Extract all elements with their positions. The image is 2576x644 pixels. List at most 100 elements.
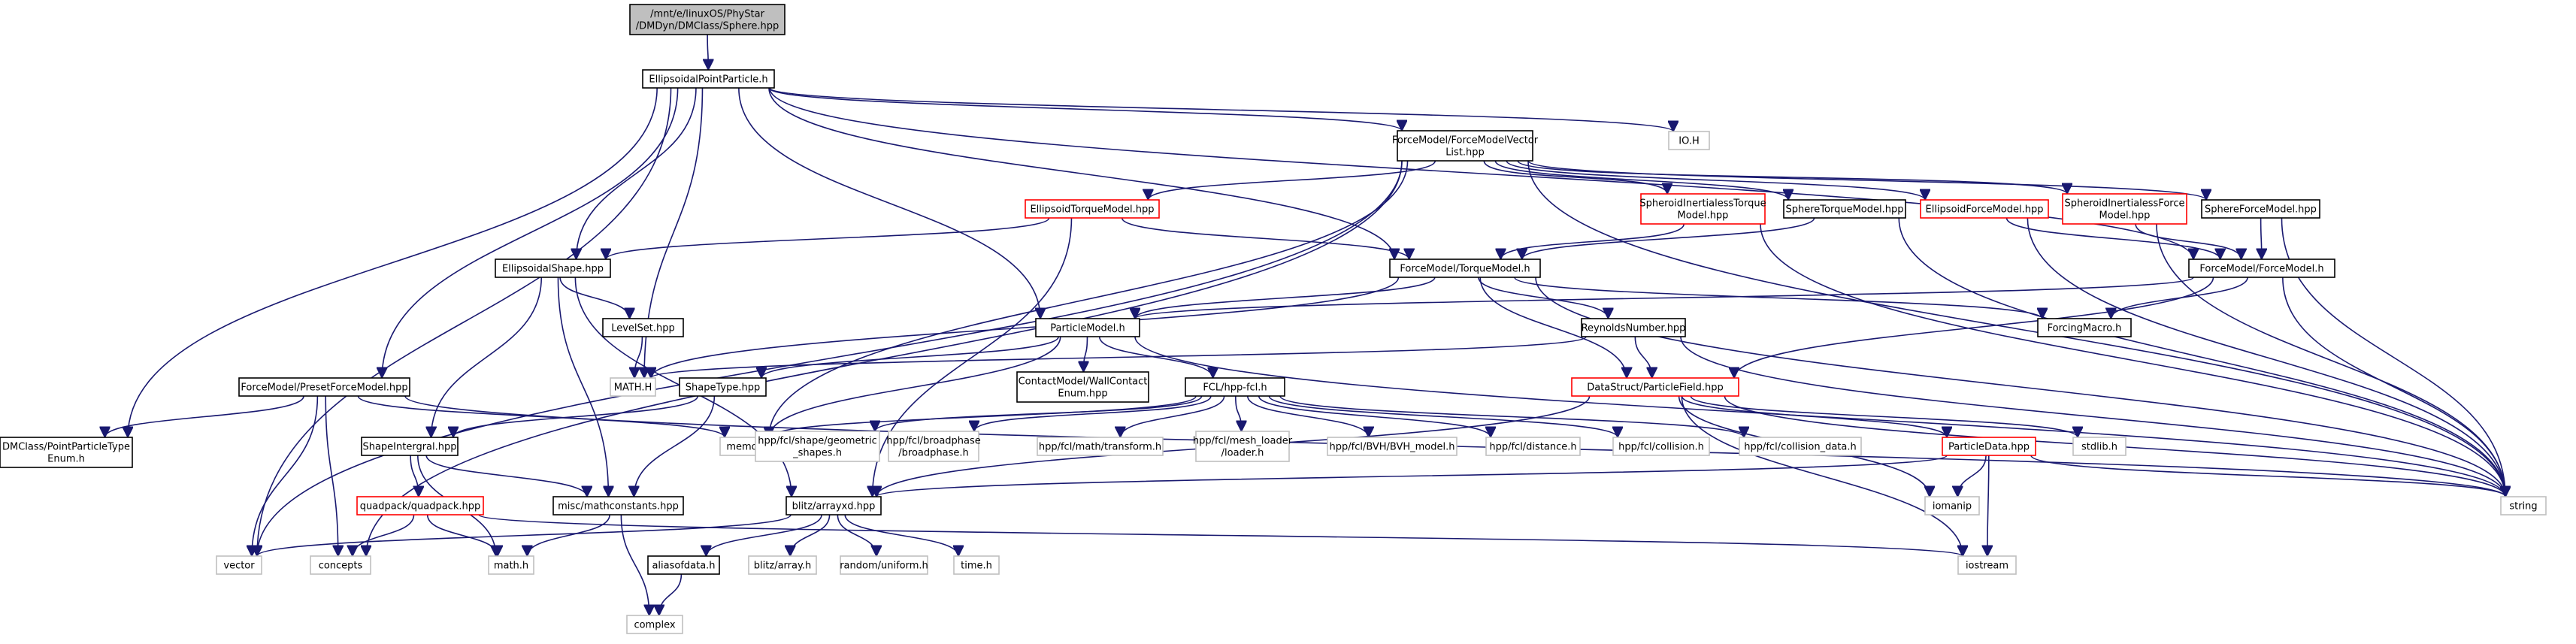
- graph-node-sfm[interactable]: SphereForceModel.hpp: [2201, 199, 2320, 219]
- node-box: [642, 69, 775, 89]
- node-label: string: [2509, 501, 2537, 512]
- node-label: SpheroidInertialessForce: [2064, 198, 2184, 210]
- graph-node-quadpack[interactable]: quadpack/quadpack.hpp: [356, 496, 484, 516]
- node-label: ParticleModel.h: [1050, 323, 1125, 334]
- edge-fmvl-to-sfm: [1527, 160, 2206, 201]
- edge-pm-to-shapetype: [761, 336, 1059, 379]
- node-box: [1485, 437, 1581, 456]
- graph-node-broad: hpp/fcl/broadphase/broadphase.h: [886, 431, 981, 462]
- node-label: misc/mathconstants.hpp: [558, 501, 679, 512]
- edge-fmvl-to-stm: [1494, 160, 1788, 201]
- edge-tm-to-forcing: [1514, 277, 2042, 319]
- node-box: [840, 555, 928, 575]
- node-label: Model.hpp: [2099, 210, 2151, 222]
- node-label: blitz/arrayxd.hpp: [792, 501, 876, 512]
- graph-node-alias[interactable]: aliasofdata.h: [647, 555, 720, 575]
- graph-node-ioh: IO.H: [1668, 131, 1710, 150]
- edge-rn-to-pfield: [1634, 336, 1651, 378]
- graph-node-shapetype[interactable]: ShapeType.hpp: [679, 377, 767, 397]
- graph-node-tm[interactable]: ForceModel/TorqueModel.h: [1389, 259, 1541, 278]
- node-label: complex: [634, 620, 675, 631]
- edge-sfm-to-fm: [2261, 217, 2262, 259]
- node-box: [602, 318, 684, 337]
- graph-node-rn[interactable]: ReynoldsNumber.hpp: [1581, 318, 1686, 337]
- graph-node-fcl[interactable]: FCL/hpp-fcl.h: [1185, 377, 1285, 397]
- graph-node-efm[interactable]: EllipsoidForceModel.hpp: [1920, 199, 2049, 219]
- node-label: EllipsoidalPointParticle.h: [649, 74, 767, 86]
- node-box: [755, 431, 880, 462]
- edge-etm-to-tm: [1121, 217, 1409, 260]
- graph-node-bvh: hpp/fcl/BVH/BVH_model.h: [1327, 437, 1458, 456]
- node-box: [216, 555, 262, 575]
- edge-sitm-to-string: [1760, 223, 2505, 497]
- node-box: [1957, 555, 2017, 575]
- edge-blitzx-to-alias: [706, 514, 822, 557]
- edge-efm-to-fm: [2005, 217, 2220, 260]
- edge-rn-to-string: [1680, 336, 2505, 497]
- edge-quadpack-to-concepts: [353, 514, 415, 557]
- edge-tm-to-pm: [1135, 277, 1436, 319]
- node-label: SphereForceModel.hpp: [2205, 204, 2317, 216]
- edge-ellpoint-to-fm: [769, 87, 2193, 259]
- node-box: [310, 555, 371, 575]
- graph-node-ellpoint[interactable]: EllipsoidalPointParticle.h: [642, 69, 775, 89]
- graph-node-fm[interactable]: ForceModel/ForceModel.h: [2188, 259, 2335, 278]
- edge-fmvl-to-string: [1527, 160, 2505, 497]
- graph-node-etm[interactable]: EllipsoidTorqueModel.hpp: [1025, 199, 1160, 219]
- edge-shapeint-to-mathconst: [425, 455, 587, 497]
- edge-ellpoint-to-vector: [257, 87, 672, 556]
- node-label: concepts: [319, 561, 363, 572]
- graph-node-blitzx[interactable]: blitz/arrayxd.hpp: [786, 496, 882, 516]
- node-label: ShapeType.hpp: [686, 382, 760, 394]
- graph-node-pdata[interactable]: ParticleData.hpp: [1942, 437, 2036, 456]
- node-box: [488, 555, 534, 575]
- graph-node-levelset[interactable]: LevelSet.hpp: [602, 318, 684, 337]
- graph-node-pfield[interactable]: DataStruct/ParticleField.hpp: [1571, 377, 1739, 397]
- edge-fcl-to-colldata: [1279, 395, 1744, 438]
- node-box: [1612, 437, 1710, 456]
- graph-node-forcing[interactable]: ForcingMacro.h: [2037, 318, 2132, 337]
- node-label: iomanip: [1933, 501, 1972, 512]
- node-box: [1739, 437, 1862, 456]
- edge-fcl-to-mesh: [1235, 395, 1242, 431]
- edge-pdata-to-iostream: [1987, 455, 1989, 556]
- graph-node-string: string: [2500, 496, 2547, 516]
- node-box: [1640, 193, 1766, 225]
- node-label: ShapeIntergral.hpp: [362, 442, 456, 453]
- edge-pffm-to-dmenum: [105, 395, 304, 438]
- graph-node-pm[interactable]: ParticleModel.h: [1035, 318, 1140, 337]
- edge-pfield-to-stdlib: [1690, 395, 2078, 438]
- graph-node-eshape[interactable]: EllipsoidalShape.hpp: [495, 259, 611, 278]
- graph-node-pffm[interactable]: ForceModel/PresetForceModel.hpp: [238, 377, 410, 397]
- node-box: [1571, 377, 1739, 397]
- node-label: Model.hpp: [1678, 210, 1729, 222]
- graph-node-shapeint[interactable]: ShapeIntergral.hpp: [361, 437, 459, 456]
- graph-node-random: random/uniform.h: [840, 555, 928, 575]
- graph-node-distance: hpp/fcl/distance.h: [1485, 437, 1581, 456]
- node-box: [1397, 130, 1533, 162]
- node-label: DataStruct/ParticleField.hpp: [1587, 382, 1724, 394]
- graph-node-collision: hpp/fcl/collision.h: [1612, 437, 1710, 456]
- graph-node-math: MATH.H: [610, 377, 656, 397]
- node-label: blitz/array.h: [754, 561, 811, 572]
- graph-node-transform: hpp/fcl/math/transform.h: [1037, 437, 1164, 456]
- graph-node-complex: complex: [626, 615, 683, 634]
- edge-fm-to-pfield: [1734, 277, 2214, 378]
- node-box: [0, 437, 133, 468]
- node-label: ForceModel/ForceModelVector: [1392, 135, 1539, 147]
- edge-tm-to-pfield: [1479, 277, 1627, 378]
- node-label: hpp/fcl/collision.h: [1618, 442, 1704, 453]
- edge-pm-to-fcl: [1098, 336, 1213, 379]
- edge-pdata-to-string: [2030, 455, 2505, 497]
- node-box: [356, 496, 484, 516]
- node-label: time.h: [961, 561, 992, 572]
- graph-node-stm[interactable]: SphereTorqueModel.hpp: [1783, 199, 1906, 219]
- graph-node-sphere[interactable]: /mnt/e/linuxOS/PhyStar/DMDyn/DMClass/Sph…: [629, 4, 786, 35]
- graph-node-mathconst[interactable]: misc/mathconstants.hpp: [552, 496, 684, 516]
- node-label: ContactModel/WallContact: [1019, 376, 1148, 388]
